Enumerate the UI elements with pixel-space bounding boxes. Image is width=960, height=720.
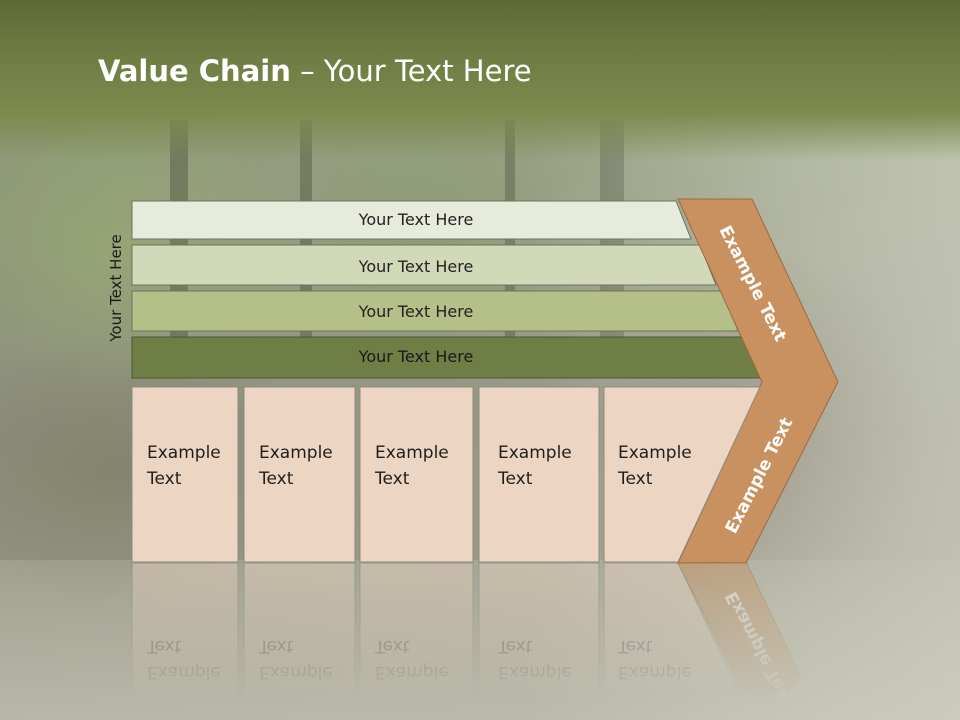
bar-4-label: Your Text Here xyxy=(358,347,474,366)
box-4-reflection-line2: Text xyxy=(497,636,533,656)
bar-1-label: Your Text Here xyxy=(358,210,474,229)
box-3-shape xyxy=(359,386,474,563)
box-2-reflection-line1: Example xyxy=(259,662,333,682)
box-5-reflection-line2: Text xyxy=(617,636,653,656)
bar-2-shape xyxy=(131,244,717,286)
box-3-reflection-line1: Example xyxy=(375,662,449,682)
box-1-shape xyxy=(131,386,239,563)
slide-title: Value Chain – Your Text Here xyxy=(98,54,532,88)
bar-2[interactable]: Your Text Here xyxy=(131,244,717,286)
box-4[interactable]: Example Text xyxy=(478,386,600,563)
box-3-reflection xyxy=(359,562,474,720)
box-2-reflection-line2: Text xyxy=(258,636,294,656)
box-4-reflection-line1: Example xyxy=(498,662,572,682)
box-3-line1: Example xyxy=(375,443,449,463)
box-1-line2: Text xyxy=(146,469,182,489)
bar-3-shape xyxy=(131,290,739,332)
box-5[interactable]: Example Text xyxy=(603,386,761,563)
box-2-shape xyxy=(243,386,356,563)
bar-2-label: Your Text Here xyxy=(358,257,474,276)
box-1[interactable]: Example Text xyxy=(131,386,239,563)
box-5-line1: Example xyxy=(618,443,692,463)
bar-1-shape xyxy=(131,200,692,240)
box-4-line1: Example xyxy=(498,443,572,463)
bar-3[interactable]: Your Text Here xyxy=(131,290,739,332)
title-bold: Value Chain xyxy=(98,54,291,88)
box-5-line2: Text xyxy=(617,469,653,489)
bar-4[interactable]: Your Text Here xyxy=(131,336,763,379)
chevron-reflection xyxy=(677,561,801,720)
box-2-reflection xyxy=(243,562,356,720)
box-2-line1: Example xyxy=(259,443,333,463)
bar-1[interactable]: Your Text Here xyxy=(131,200,692,240)
box-1-reflection xyxy=(131,562,239,720)
box-3-reflection-line2: Text xyxy=(374,636,410,656)
box-4-shape xyxy=(478,386,600,563)
box-3-line2: Text xyxy=(374,469,410,489)
box-5-reflection-line1: Example xyxy=(618,662,692,682)
box-2[interactable]: Example Text xyxy=(243,386,356,563)
box-1-line1: Example xyxy=(147,443,221,463)
box-1-reflection-line2: Text xyxy=(146,636,182,656)
box-5-shape xyxy=(603,386,761,563)
title-rest: – Your Text Here xyxy=(290,54,532,88)
slide-header: Value Chain – Your Text Here xyxy=(0,0,960,160)
box-4-reflection xyxy=(478,562,600,720)
box-3[interactable]: Example Text xyxy=(359,386,474,563)
box-2-line2: Text xyxy=(258,469,294,489)
reflection: Example Text Example Text Example Text E… xyxy=(131,561,801,720)
box-4-line2: Text xyxy=(497,469,533,489)
bar-3-label: Your Text Here xyxy=(358,302,474,321)
box-1-reflection-line1: Example xyxy=(147,662,221,682)
